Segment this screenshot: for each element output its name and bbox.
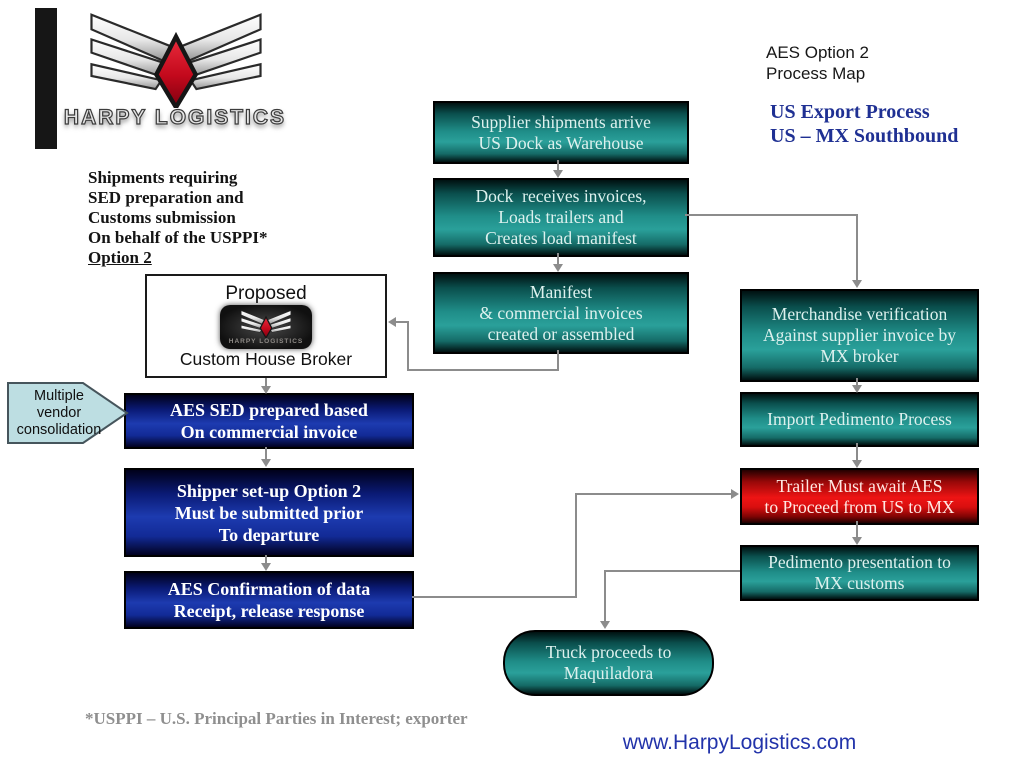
node-manifest-created: Manifest & commercial invoices created o…: [433, 272, 689, 354]
connector-arrowhead: [852, 537, 862, 545]
connector-segment: [856, 443, 858, 461]
node-pedimento-presentation: Pedimento presentation to MX customs: [740, 545, 979, 601]
connector-segment: [856, 521, 858, 538]
harpy-logistics-logo: HARPY LOGISTICS: [50, 4, 300, 160]
connector-segment: [265, 555, 267, 564]
connector-segment: [265, 447, 267, 460]
node-text: Dock receives invoices, Loads trailers a…: [475, 186, 647, 248]
node-proposed-custom-house-broker: Proposed HARPY LOGISTICS Custom House Br…: [145, 274, 387, 378]
connector-segment: [407, 369, 559, 371]
connector-arrowhead: [852, 385, 862, 393]
mini-logo-wings-icon: [240, 309, 292, 338]
node-text: AES SED prepared based On commercial inv…: [170, 400, 368, 442]
connector-segment: [557, 253, 559, 265]
connector-segment: [575, 493, 577, 598]
connector-segment: [575, 493, 732, 495]
connector-arrowhead: [261, 563, 271, 571]
connector-arrowhead: [852, 460, 862, 468]
intro-note: Shipments requiring SED preparation and …: [88, 168, 267, 268]
callout-text: Multiple vendor consolidation: [16, 387, 102, 438]
callout-arrow-shape: [7, 382, 129, 444]
node-shipper-setup: Shipper set-up Option 2 Must be submitte…: [124, 468, 414, 557]
proposed-subtitle: Custom House Broker: [179, 348, 353, 369]
connector-arrowhead: [731, 489, 739, 499]
connector-segment: [407, 321, 409, 371]
mini-logo-wordmark: HARPY LOGISTICS: [228, 338, 304, 345]
connector-arrowhead: [261, 459, 271, 467]
process-map-label: AES Option 2 Process Map: [766, 43, 870, 83]
connector-arrowhead: [388, 317, 396, 327]
proposed-title: Proposed: [225, 282, 307, 304]
node-text: Truck proceeds to Maquiladora: [545, 642, 672, 683]
logo-wordmark: HARPY LOGISTICS: [63, 105, 287, 129]
node-truck-proceeds: Truck proceeds to Maquiladora: [503, 630, 714, 696]
slide-title: US Export Process US – MX Southbound: [770, 101, 959, 147]
connector-segment: [604, 570, 606, 622]
connector-arrowhead: [600, 621, 610, 629]
connector-arrowhead: [553, 170, 563, 178]
node-text: Merchandise verification Against supplie…: [763, 304, 956, 366]
connector-segment: [265, 378, 267, 387]
connector-segment: [856, 378, 858, 386]
node-text: Import Pedimento Process: [767, 409, 952, 429]
logo-left-bar: [35, 8, 57, 149]
node-aes-confirmation: AES Confirmation of data Receipt, releas…: [124, 571, 414, 629]
node-text: Supplier shipments arrive US Dock as War…: [471, 111, 651, 153]
connector-segment: [604, 570, 740, 572]
logo-wings-icon: [78, 6, 274, 108]
connector-arrowhead: [261, 386, 271, 394]
connector-segment: [685, 214, 857, 216]
node-merchandise-verification: Merchandise verification Against supplie…: [740, 289, 979, 382]
node-supplier-shipments: Supplier shipments arrive US Dock as War…: [433, 101, 689, 164]
connector-arrowhead: [852, 280, 862, 288]
node-import-pedimento: Import Pedimento Process: [740, 392, 979, 447]
node-aes-sed-prepared: AES SED prepared based On commercial inv…: [124, 393, 414, 449]
node-text: Pedimento presentation to MX customs: [768, 552, 951, 593]
connector-arrowhead: [553, 264, 563, 272]
connector-segment: [412, 596, 577, 598]
usppi-footnote: *USPPI – U.S. Principal Parties in Inter…: [85, 709, 468, 728]
connector-segment: [856, 214, 858, 281]
node-trailer-await-aes: Trailer Must await AES to Proceed from U…: [740, 468, 979, 525]
node-text: Shipper set-up Option 2 Must be submitte…: [174, 480, 364, 545]
connector-segment: [557, 160, 559, 171]
connector-segment: [396, 321, 409, 323]
node-dock-receives: Dock receives invoices, Loads trailers a…: [433, 178, 689, 257]
intro-note-text: Shipments requiring SED preparation and …: [88, 168, 268, 247]
website-url: www.HarpyLogistics.com: [622, 731, 857, 754]
node-text: Trailer Must await AES to Proceed from U…: [764, 475, 955, 517]
intro-note-option: Option 2: [88, 248, 152, 267]
callout-multiple-vendor-consolidation: Multiple vendor consolidation: [7, 382, 129, 444]
mini-harpy-logo: HARPY LOGISTICS: [220, 304, 312, 349]
node-text: AES Confirmation of data Receipt, releas…: [167, 579, 371, 621]
connector-segment: [557, 350, 559, 371]
node-text: Manifest & commercial invoices created o…: [479, 281, 643, 344]
